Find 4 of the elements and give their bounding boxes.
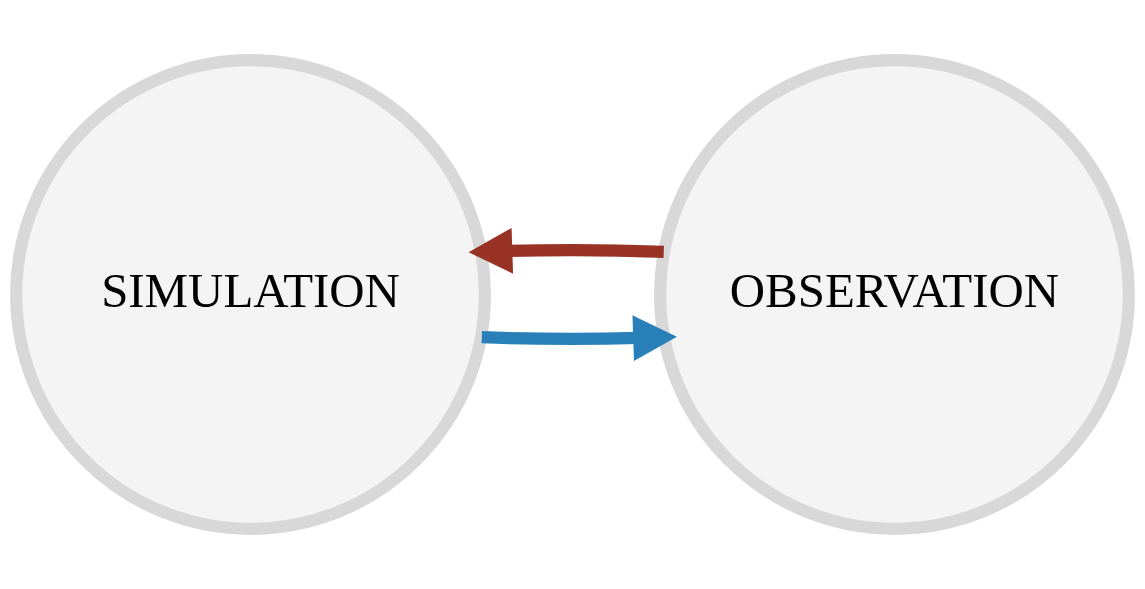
node-circle: OBSERVATION: [654, 54, 1135, 535]
arrow: [481, 315, 677, 362]
node-circle: SIMULATION: [10, 54, 491, 535]
arrow: [468, 227, 664, 274]
